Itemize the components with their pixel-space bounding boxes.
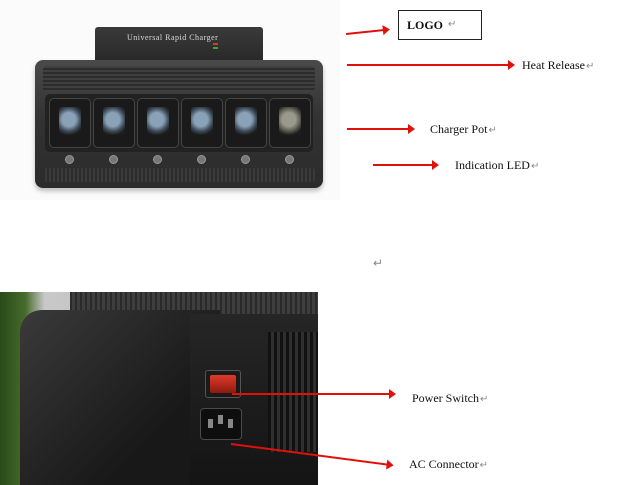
tower-led-red xyxy=(213,43,218,45)
indication-led xyxy=(285,155,294,164)
charger-pot-arrow xyxy=(347,124,415,134)
charger-pot-row xyxy=(45,94,313,152)
heat-release-arrow xyxy=(347,60,515,70)
paragraph-mark: ↵ xyxy=(448,19,457,30)
charger-pot xyxy=(225,98,267,148)
heat-release-grille xyxy=(43,66,315,92)
indication-led-row xyxy=(45,152,313,166)
logo-arrow xyxy=(345,29,385,35)
charger-pot-label: Charger Pot↵ xyxy=(430,122,497,136)
power-switch xyxy=(205,370,241,398)
indication-led xyxy=(65,155,74,164)
indication-led-arrow xyxy=(373,160,439,170)
charger-base xyxy=(35,60,323,188)
charger-pot xyxy=(137,98,179,148)
charger-title: Universal Rapid Charger xyxy=(127,33,219,42)
logo-box: LOGO ↵ xyxy=(398,10,482,40)
heat-release-label: Heat Release↵ xyxy=(522,58,595,72)
power-switch-arrow xyxy=(232,389,396,399)
charger-body-corner xyxy=(20,310,220,485)
indication-led xyxy=(241,155,250,164)
empty-paragraph-mark: ↵ xyxy=(373,256,384,270)
ac-connector xyxy=(200,408,242,440)
ac-connector-label: AC Connector↵ xyxy=(409,457,489,471)
charger-back-photo xyxy=(0,292,318,485)
charger-pot xyxy=(181,98,223,148)
charger-front-photo: Universal Rapid Charger xyxy=(0,0,340,200)
indication-led xyxy=(109,155,118,164)
tower-led-green xyxy=(213,47,218,49)
charger-pot xyxy=(49,98,91,148)
power-switch-label: Power Switch↵ xyxy=(412,391,489,405)
rear-panel-fins xyxy=(268,332,318,452)
indication-led xyxy=(197,155,206,164)
base-bottom-band xyxy=(43,168,315,182)
tower-indicator-leds xyxy=(213,41,235,53)
indication-led xyxy=(153,155,162,164)
charger-pot xyxy=(93,98,135,148)
logo-label: LOGO xyxy=(407,18,444,32)
indication-led-label: Indication LED↵ xyxy=(455,158,540,172)
charger-pot xyxy=(269,98,311,148)
power-switch-rocker xyxy=(210,375,236,393)
